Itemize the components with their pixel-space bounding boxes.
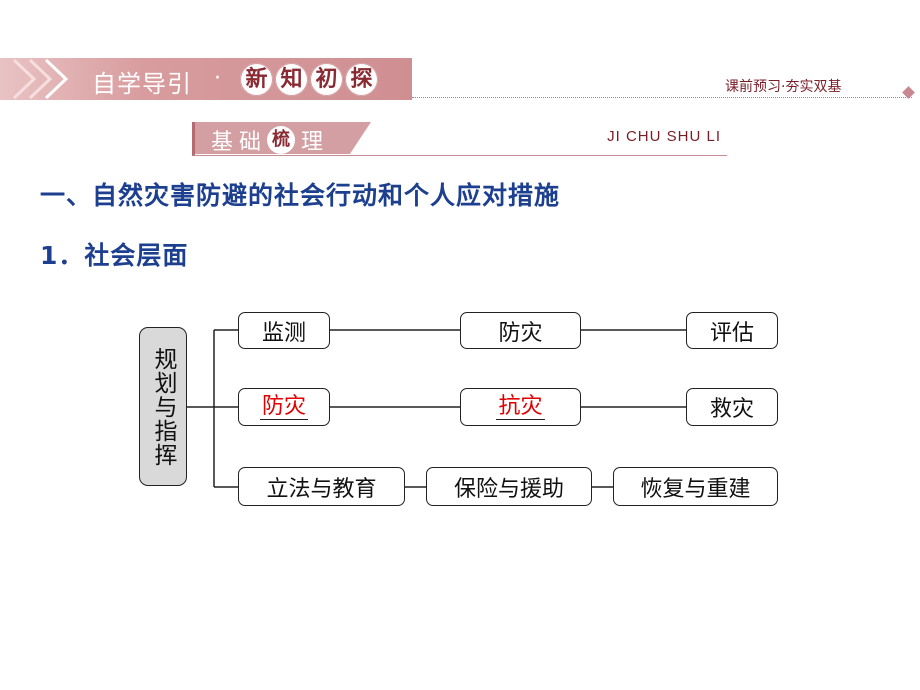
- page-subheading: 1．社会层面: [40, 241, 189, 270]
- banner-badge: 知: [275, 63, 308, 96]
- diagram-root-node: 规划与指挥: [139, 327, 187, 486]
- banner-badge: 新: [240, 63, 273, 96]
- diagram-node-answer-1: 防灾: [238, 388, 330, 426]
- banner-badges: 新 知 初 探: [240, 63, 378, 96]
- diagram-node-monitor: 监测: [238, 312, 330, 349]
- diagram-node-label: 监测: [261, 320, 306, 346]
- diagram-node-label: 恢复与重建: [640, 476, 751, 502]
- diagram-node-legislation: 立法与教育: [238, 467, 405, 506]
- diagram-root-label: 规划与指挥: [150, 346, 176, 467]
- banner-title: 自学导引: [92, 70, 192, 98]
- chevron-right-icon: [12, 58, 69, 100]
- header-dotted-rule: [412, 97, 912, 98]
- banner-badge: 探: [345, 63, 378, 96]
- section-title-before: 基础: [211, 130, 268, 155]
- header-banner: 自学导引 · 新 知 初 探: [0, 58, 412, 100]
- section-pinyin: JI CHU SHU LI: [607, 128, 721, 145]
- page-heading: 一、自然灾害防避的社会行动和个人应对措施: [40, 181, 561, 210]
- diagram-node-label: 保险与援助: [453, 476, 564, 502]
- section-bar: 基础 梳 理 JI CHU SHU LI: [192, 122, 727, 156]
- diagram-node-recovery: 恢复与重建: [613, 467, 778, 506]
- section-title: 基础 梳 理: [211, 124, 329, 156]
- diagram-node-assessment: 评估: [686, 312, 778, 349]
- diagram-node-prevention: 防灾: [460, 312, 581, 349]
- header-right-caption: 课前预习·夯实双基: [725, 79, 842, 95]
- section-title-badge: 梳: [267, 126, 296, 154]
- diagram-answer-label: 防灾: [259, 393, 308, 421]
- diagram-node-label: 防灾: [498, 320, 543, 346]
- diagram-node-answer-2: 抗灾: [460, 388, 581, 426]
- banner-badge: 初: [310, 63, 343, 96]
- diagram-answer-label: 抗灾: [496, 393, 545, 421]
- diagram-node-insurance: 保险与援助: [426, 467, 592, 506]
- diagram-node-label: 立法与教育: [266, 476, 377, 502]
- banner-separator-dot: ·: [214, 66, 221, 91]
- section-title-after: 理: [301, 130, 330, 155]
- diagram-node-label: 救灾: [709, 397, 754, 422]
- diagram-node-label: 评估: [709, 320, 754, 346]
- diagram-node-relief: 救灾: [686, 388, 778, 426]
